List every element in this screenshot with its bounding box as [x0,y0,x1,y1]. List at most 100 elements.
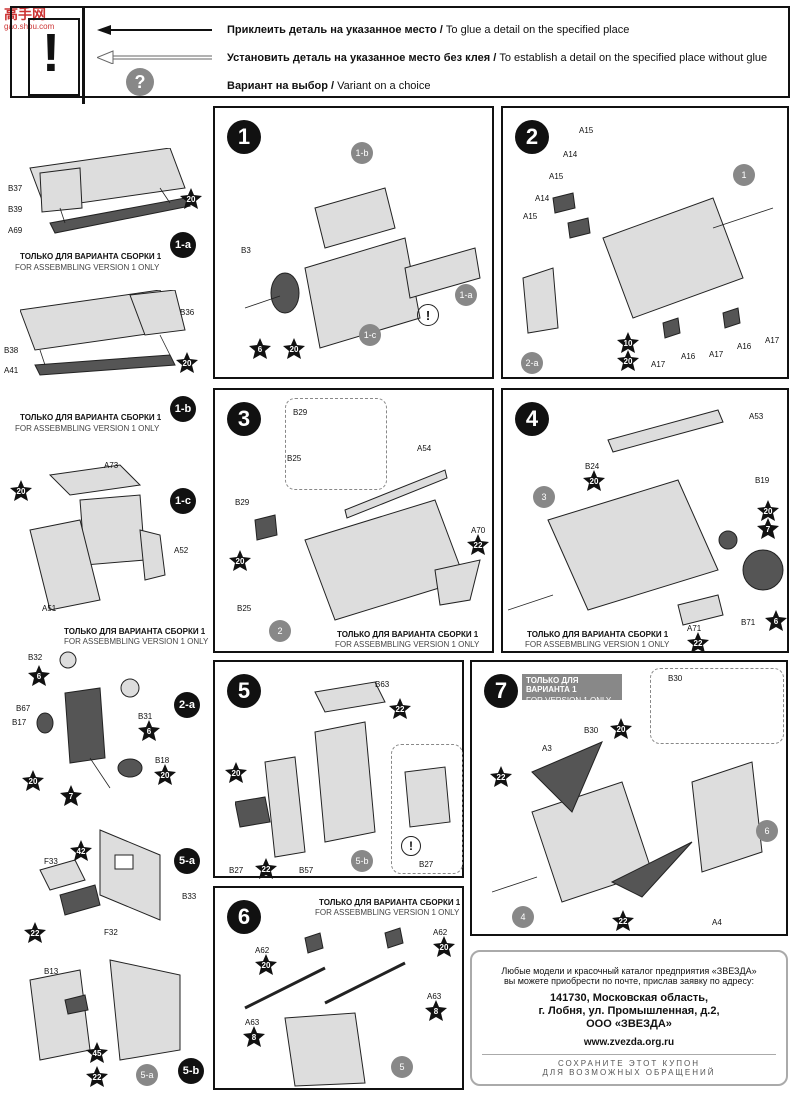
exclaim-icon: ! [42,23,60,83]
svg-text:8: 8 [434,1007,439,1016]
part-label: A3 [542,744,552,753]
ref-1a: 1-a [455,284,477,306]
part-label: B3 [241,246,251,255]
quantity-star: 22 [24,922,46,943]
step-2-drawing [522,192,774,339]
quantity-star: 20 [180,188,202,209]
detail-inset [285,398,387,490]
part-label: A73 [104,461,119,470]
part-label: B67 [16,704,31,713]
quantity-star: 20 [229,550,251,571]
ref-1b: 1-b [351,142,373,164]
part-label: A53 [749,412,764,421]
step-4-drawing [508,409,784,626]
quantity-star: 7 [757,518,779,539]
legend-glue: Приклеить деталь на указанное место / To… [227,24,630,36]
svg-text:22: 22 [396,705,405,714]
quantity-star: 42 [70,840,92,861]
svg-text:22: 22 [619,917,628,926]
order-coupon: Любые модели и красочный каталог предпри… [470,950,788,1086]
quantity-star: 20 [225,762,247,783]
ref-part-6: 6 [756,820,778,842]
part-label: B38 [4,346,19,355]
part-label: B30 [584,726,599,735]
part-label: F33 [44,857,58,866]
quantity-star: 22 [612,910,634,931]
quantity-star: 6 [28,665,50,686]
part-label: A17 [651,360,666,369]
svg-text:22: 22 [474,541,483,550]
part-label: B30 [668,674,683,683]
quantity-star: 20 [154,764,176,785]
quantity-star: 20 [757,500,779,521]
svg-text:20: 20 [236,557,245,566]
quantity-star: 20 [617,350,639,371]
svg-text:20: 20 [440,943,449,952]
part-label: A15 [549,172,564,181]
svg-text:20: 20 [262,961,271,970]
sublabel-2a: 2-a [174,692,200,718]
subassembly-5b-drawing [29,959,181,1061]
svg-text:6: 6 [258,345,263,354]
version-note-ru: ТОЛЬКО ДЛЯ ВАРИАНТА СБОРКИ 1 [527,630,669,639]
version-note-en: FOR ASSEBMBLING VERSION 1 ONLY [64,637,209,646]
step-panel-6: 6 ТОЛЬКО ДЛЯ ВАРИАНТА СБОРКИ 1 FOR ASSEB… [213,886,464,1090]
part-label: B27 [229,866,244,875]
svg-text:6: 6 [774,617,779,626]
ref-5b: 5-b [351,850,373,872]
svg-text:22: 22 [262,865,271,874]
part-label: A52 [174,546,189,555]
quantity-star: 22 [86,1066,108,1087]
svg-text:20: 20 [590,477,599,486]
legend-variant: Вариант на выбор / Variant on a choice [227,80,431,92]
coupon-address: 141730, Московская область, г. Лобня, ул… [538,992,720,1030]
warning-box: ! [28,18,80,96]
quantity-star: 6 [138,720,160,741]
svg-text:20: 20 [17,487,26,496]
caution-icon: ! [417,304,439,326]
part-label: A54 [417,444,432,453]
part-label: A16 [737,342,752,351]
coupon-text-1: Любые модели и красочный каталог предпри… [501,966,757,976]
svg-text:7: 7 [766,525,771,534]
step-3-drawing [254,469,481,621]
quantity-star: 7 [60,785,82,806]
quantity-star: 20 [610,718,632,739]
coupon-website[interactable]: www.zvezda.org.ru [583,1037,675,1048]
part-label: A41 [4,366,19,375]
part-label: A14 [563,150,578,159]
part-label: A14 [535,194,550,203]
version-note-ru: ТОЛЬКО ДЛЯ ВАРИАНТА СБОРКИ 1 [64,627,206,636]
detail-inset [650,668,784,744]
version-note-ru: ТОЛЬКО ДЛЯ ВАРИАНТА СБОРКИ 1 [319,898,461,907]
quantity-star: 20 [255,954,277,975]
part-label: A17 [765,336,780,345]
version-note-ru: ТОЛЬКО ДЛЯ ВАРИАНТА СБОРКИ 1 [337,630,479,639]
quantity-star: 20 [283,338,305,359]
svg-text:20: 20 [290,345,299,354]
step-panel-1: 1 1-b B3 1-c 1-a 6 20 ! [213,106,494,379]
part-label: B19 [755,476,770,485]
step-number: 7 [484,674,518,708]
step-6-drawing [244,927,406,1087]
quantity-star: 6 [765,610,787,631]
quantity-star: 8 [243,1026,265,1047]
coupon-footer: СОХРАНИТЕ ЭТОТ КУПОН ДЛЯ ВОЗМОЖНЫХ ОБРАЩ… [482,1054,776,1077]
quantity-star: 20 [10,480,32,501]
step-5-drawing [235,681,451,858]
version-note-ru: ТОЛЬКО ДЛЯ ВАРИАНТА СБОРКИ 1 [20,252,162,261]
version-note-en: FOR ASSEBMBLING VERSION 1 ONLY [15,424,160,433]
sublabel-1c: 1-c [170,488,196,514]
part-label: A15 [579,126,594,135]
question-icon: ? [126,68,154,96]
arrow-icons [97,25,212,64]
detail-inset [391,744,463,874]
step-number: 3 [227,402,261,436]
quantity-star: 22 [467,534,489,555]
part-label: B24 [585,462,600,471]
svg-text:6: 6 [37,672,42,681]
part-label: B39 [8,205,23,214]
quantity-star: 45 [86,1042,108,1063]
version-banner: ТОЛЬКО ДЛЯ ВАРИАНТА 1 FOR VERSION 1 ONLY [522,674,622,705]
subassembly-1a-drawing [29,148,191,234]
